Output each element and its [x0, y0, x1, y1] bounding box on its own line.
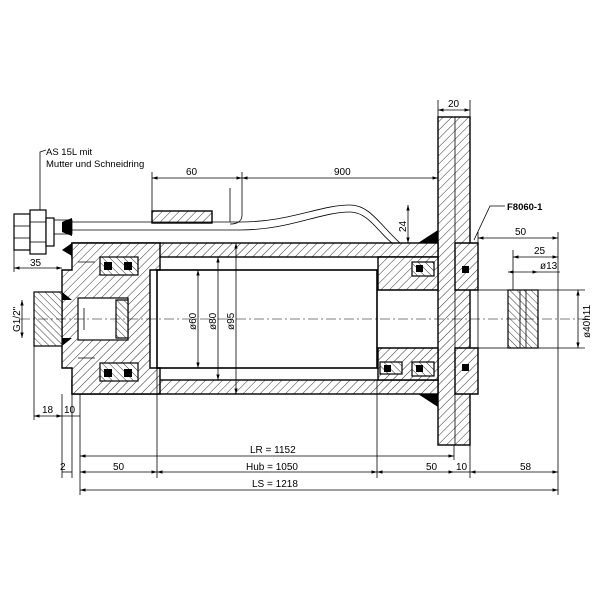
dim-lr: LR = 1152	[250, 445, 296, 456]
seal-ref-label: F8060-1	[507, 202, 543, 213]
labels: AS 15L mit Mutter und Schneidring F8060-…	[12, 99, 593, 490]
dim-rod-extension: 50	[515, 227, 527, 238]
dim-flange-thickness: 20	[448, 99, 460, 110]
dim-pipe-long: 900	[334, 167, 351, 178]
dim-fitting-height: 35	[30, 258, 42, 269]
dimension-lines	[13, 100, 585, 495]
dim-pipe-offset: 24	[398, 220, 409, 232]
dim-right-10: 10	[456, 462, 468, 473]
dim-end-10: 10	[64, 405, 76, 416]
dim-bore-95: ø95	[226, 312, 237, 330]
dim-bore-60: ø60	[188, 312, 199, 330]
piston-seals	[99, 256, 139, 382]
dim-base-2: 2	[60, 462, 66, 473]
dim-left-50: 50	[113, 462, 125, 473]
dim-rod-58: 58	[520, 462, 532, 473]
dim-ls: LS = 1218	[252, 479, 298, 490]
hydraulic-pipe	[51, 188, 401, 244]
rod-gland	[62, 230, 479, 407]
dim-rod-thread: 25	[534, 246, 546, 257]
dim-end-18: 18	[42, 405, 54, 416]
thread-port-label: G1/2"	[12, 306, 23, 332]
dim-hub: Hub = 1050	[246, 462, 298, 473]
dim-rod-hole: ø13	[540, 261, 558, 272]
fitting-callout-line1: AS 15L mit	[46, 147, 92, 158]
dim-rod-dia: ø40h11	[582, 304, 593, 338]
fitting-callout-line2: Mutter und Schneidring	[46, 159, 144, 170]
dim-bore-80: ø80	[208, 312, 219, 330]
dim-right-50: 50	[426, 462, 438, 473]
dim-pipe-short: 60	[186, 167, 198, 178]
fitting-nut	[13, 209, 55, 255]
